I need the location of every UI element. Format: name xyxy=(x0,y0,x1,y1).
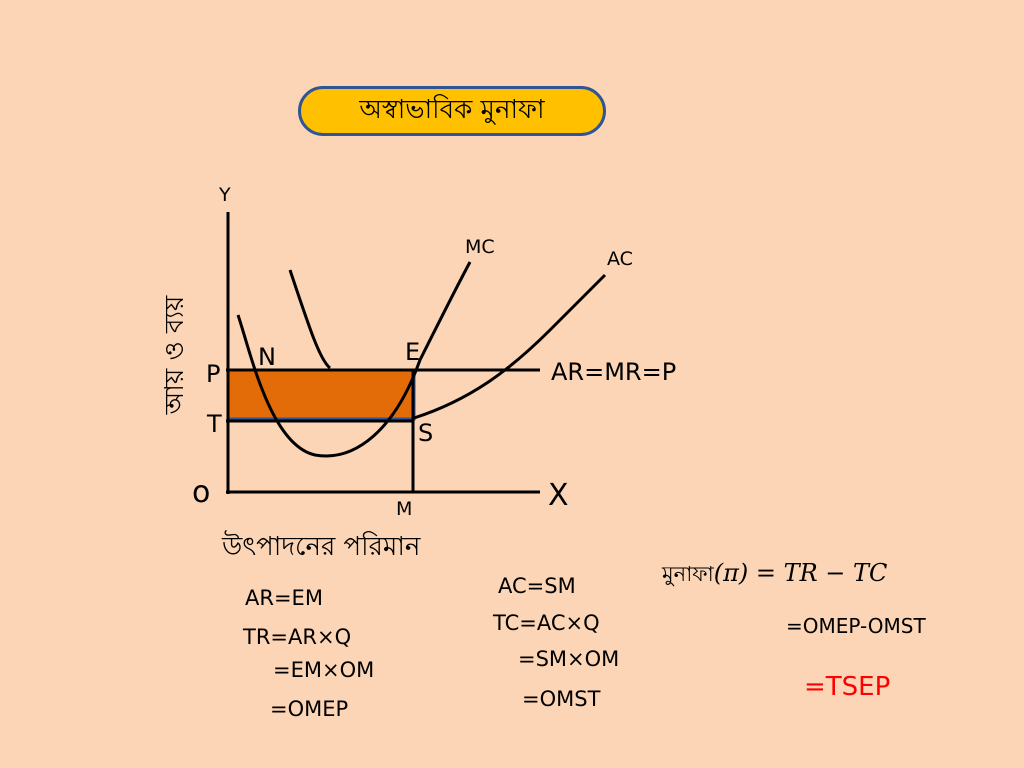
profit-equation: মুনাফা(π) = TR − TC xyxy=(662,558,887,593)
formula-omst: =OMST xyxy=(522,687,601,711)
point-p-label: P xyxy=(206,360,221,388)
y-axis-label: Y xyxy=(219,184,231,206)
title-banner: অস্বাভাবিক মুনাফা xyxy=(298,86,606,136)
ac-label: AC xyxy=(607,248,633,270)
origin-label: o xyxy=(192,475,211,510)
profit-area xyxy=(226,368,416,421)
formula-sm-om: =SM×OM xyxy=(518,647,620,671)
x-axis-title: উৎপাদনের পরিমান xyxy=(222,532,421,562)
formula-tr: TR=AR×Q xyxy=(243,625,352,649)
ac-curve xyxy=(288,269,607,420)
formula-em-om: =EM×OM xyxy=(273,658,375,682)
formula-tc: TC=AC×Q xyxy=(493,611,600,635)
y-axis-title: আয় ও ব্যয় xyxy=(160,295,190,415)
formula-ar-em: AR=EM xyxy=(245,586,323,610)
ar-mr-p-label: AR=MR=P xyxy=(551,358,677,386)
profit-result-2: =TSEP xyxy=(804,672,891,702)
formula-ac-sm: AC=SM xyxy=(498,574,576,598)
formula-omep: =OMEP xyxy=(270,697,349,721)
profit-expression: (π) = TR − TC xyxy=(713,559,888,587)
point-n-label: N xyxy=(258,343,276,371)
x-axis-label: X xyxy=(548,478,569,513)
point-s-label: S xyxy=(418,419,434,447)
profit-word: মুনাফা xyxy=(662,562,714,586)
title-text: অস্বাভাবিক মুনাফা xyxy=(359,95,545,125)
mc-curve xyxy=(236,261,472,458)
point-m-label: M xyxy=(396,498,413,520)
mc-label: MC xyxy=(465,236,495,258)
point-e-label: E xyxy=(405,338,421,366)
profit-result-1: =OMEP-OMST xyxy=(786,614,926,638)
point-t-label: T xyxy=(207,410,222,438)
